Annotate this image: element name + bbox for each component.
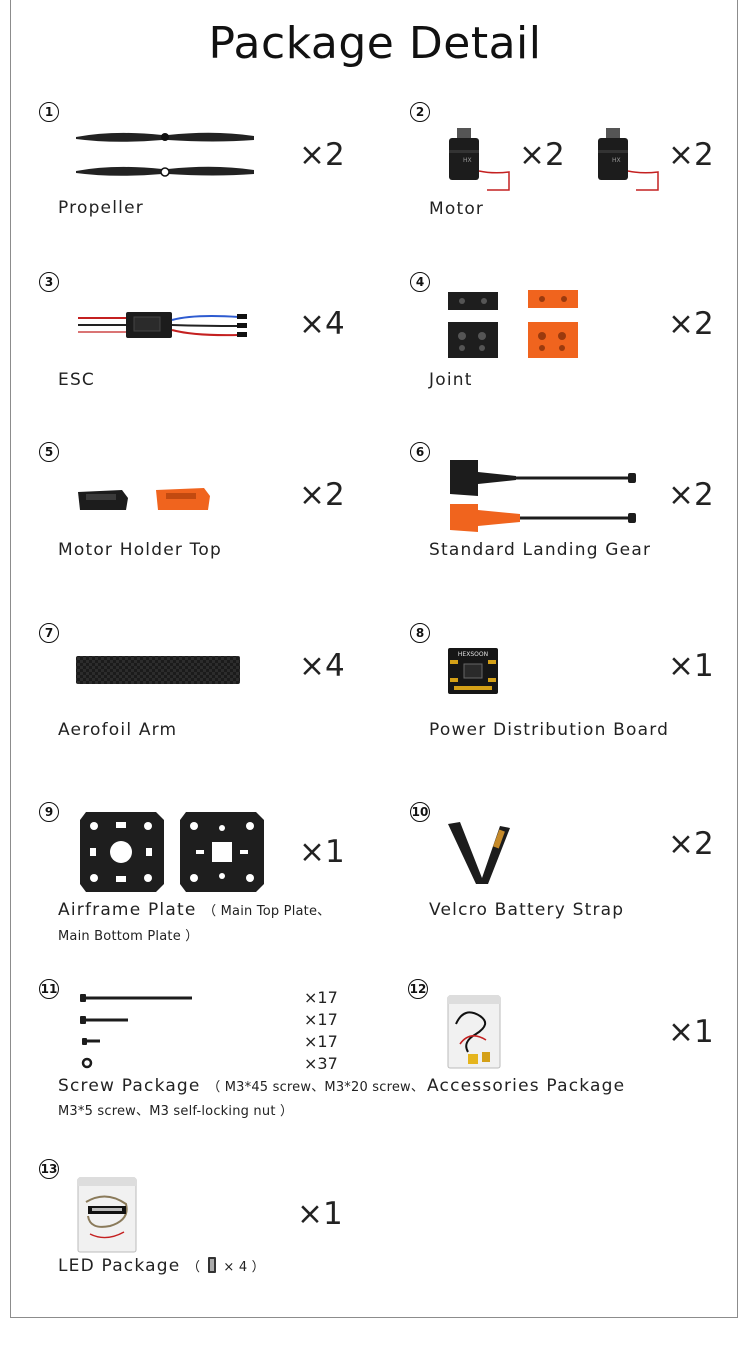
item-qty-10: ×2 (668, 826, 714, 862)
screw-qty-m3-20: ×17 (304, 1010, 338, 1029)
power-distribution-board-image: HEXSOON (448, 648, 498, 694)
motor-image-a: HX (449, 128, 510, 191)
item-qty-8: ×1 (668, 648, 714, 684)
page-frame (10, 0, 738, 1318)
item-number-4: 4 (410, 272, 430, 292)
item-qty-9: ×1 (299, 834, 345, 870)
item-qty-7: ×4 (299, 648, 345, 684)
nut-qty-m3: ×37 (304, 1054, 338, 1073)
item-qty-13: ×1 (297, 1196, 343, 1232)
item-qty-2b: ×2 (668, 137, 714, 173)
screw-qty-m3-5: ×17 (304, 1032, 338, 1051)
item-number-12: 12 (408, 979, 428, 999)
item-qty-5: ×2 (299, 477, 345, 513)
item-note-13b: × 4 ） (223, 1260, 265, 1275)
svg-text:HX: HX (463, 157, 472, 164)
item-number-9: 9 (39, 802, 59, 822)
item-qty-2a: ×2 (519, 137, 565, 173)
item-label-11: Screw Package （ M3*45 screw、M3*20 screw、 (58, 1076, 424, 1096)
item-number-3: 3 (39, 272, 59, 292)
item-label-13-name: LED Package (58, 1256, 181, 1276)
item-label-13: LED Package （ × 4 ） (58, 1256, 265, 1276)
item-number-5: 5 (39, 442, 59, 462)
velcro-strap-image (448, 822, 510, 884)
item-note-11b: M3*5 screw、M3 self-locking nut ） (58, 1104, 294, 1119)
page-title: Package Detail (208, 18, 542, 69)
motor-holder-top-image (78, 488, 210, 510)
item-label-11-name: Screw Package (58, 1076, 201, 1096)
svg-text:HX: HX (612, 157, 621, 164)
item-number-11: 11 (39, 979, 59, 999)
item-note-13a: （ (186, 1260, 201, 1275)
item-label-4: Joint (429, 370, 473, 390)
item-label-3: ESC (58, 370, 96, 390)
item-qty-12: ×1 (668, 1014, 714, 1050)
item-qty-4: ×2 (668, 306, 714, 342)
item-number-10: 10 (410, 802, 430, 822)
item-note-9a: （ Main Top Plate、 (203, 904, 331, 919)
landing-gear-image (450, 460, 636, 532)
item-number-6: 6 (410, 442, 430, 462)
led-module-icon (207, 1257, 216, 1273)
airframe-plate-image (80, 812, 264, 892)
item-note-9b: Main Bottom Plate ） (58, 929, 199, 944)
item-label-2: Motor (429, 199, 485, 219)
item-label-12: Accessories Package (427, 1076, 626, 1096)
item-label-9-name: Airframe Plate (58, 900, 197, 920)
joint-image (448, 290, 578, 358)
item-label-9: Airframe Plate （ Main Top Plate、 (58, 900, 330, 920)
led-package-image (77, 1177, 137, 1253)
esc-image (78, 312, 247, 338)
accessories-package-image (447, 995, 501, 1069)
item-number-2: 2 (410, 102, 430, 122)
item-note-11a: （ M3*45 screw、M3*20 screw、 (207, 1080, 425, 1095)
aerofoil-arm-image (76, 656, 240, 684)
item-number-13: 13 (39, 1159, 59, 1179)
pdb-brand-text: HEXSOON (458, 651, 488, 658)
item-number-1: 1 (39, 102, 59, 122)
propeller-image (76, 132, 254, 177)
screw-image (80, 994, 192, 1069)
screw-qty-m3-45: ×17 (304, 988, 338, 1007)
item-label-1: Propeller (58, 198, 144, 218)
item-label-10: Velcro Battery Strap (429, 900, 625, 920)
item-label-6: Standard Landing Gear (429, 540, 652, 560)
item-number-8: 8 (410, 623, 430, 643)
item-qty-6: ×2 (668, 477, 714, 513)
item-qty-3: ×4 (299, 306, 345, 342)
item-label-8: Power Distribution Board (429, 720, 670, 740)
item-label-7: Aerofoil Arm (58, 720, 178, 740)
item-qty-1: ×2 (299, 137, 345, 173)
item-label-5: Motor Holder Top (58, 540, 222, 560)
item-number-7: 7 (39, 623, 59, 643)
motor-image-b: HX (598, 128, 659, 191)
